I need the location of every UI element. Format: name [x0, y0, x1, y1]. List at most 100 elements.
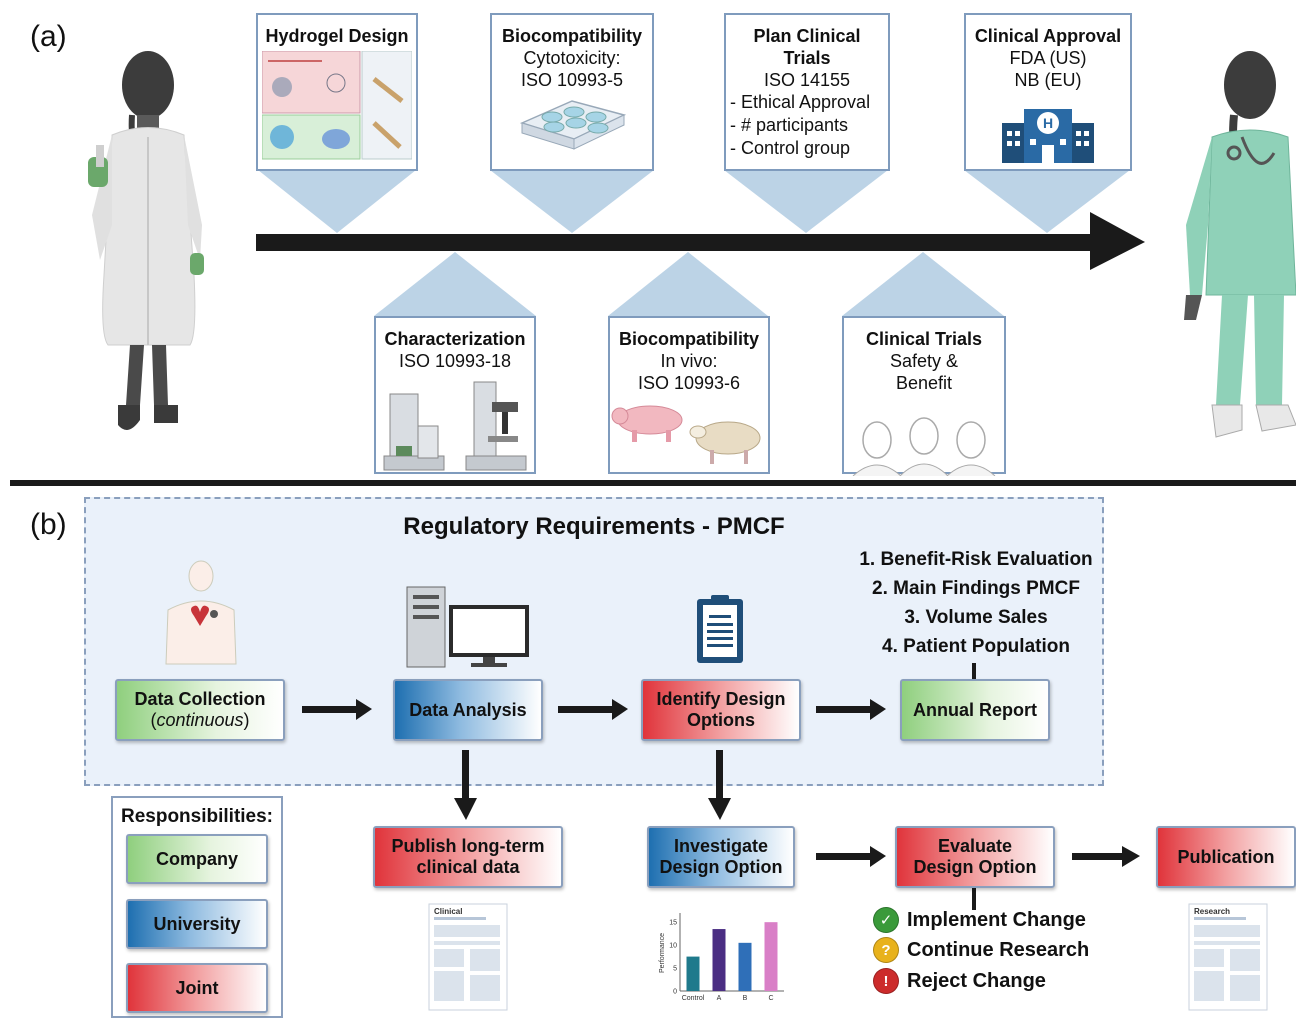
- stage-biocompatibility-in-vivo: Biocompatibility In vivo: ISO 10993-6: [608, 316, 770, 474]
- doc-title: Research: [1194, 907, 1230, 916]
- legend-company: Company: [126, 834, 268, 884]
- report-item: 4. Patient Population: [882, 636, 1070, 657]
- annual-report-box: Annual Report: [900, 679, 1050, 741]
- stage-line: ISO 10993-18: [398, 351, 512, 371]
- clipboard-report-icon: [697, 595, 743, 663]
- legend-joint: Joint: [126, 963, 268, 1013]
- panel-b-label: (b): [30, 508, 67, 541]
- stage-title: Biocompatibility: [618, 329, 759, 349]
- chart-bar: [686, 956, 700, 991]
- box-label: Identify Design: [656, 689, 786, 709]
- box-label: Options: [687, 710, 755, 730]
- stage-title: Biocompatibility: [501, 26, 642, 46]
- stage-title: Clinical Approval: [974, 26, 1122, 46]
- well-plate-icon: [519, 100, 627, 150]
- chart-xtick-label: Control: [682, 995, 705, 1002]
- chart-xtick-label: C: [768, 995, 773, 1002]
- box-label: Design Option: [913, 857, 1037, 877]
- chart-ytick-label: 10: [669, 943, 677, 950]
- chart-bar: [738, 942, 752, 991]
- data-analysis-box: Data Analysis: [393, 679, 543, 741]
- chart-bar: [712, 929, 726, 991]
- box-label: Design Option: [659, 857, 783, 877]
- timeline-arrow-head: [1090, 212, 1145, 270]
- stage-bullet: - Ethical Approval: [730, 92, 871, 112]
- box-label: Data Analysis: [409, 699, 527, 720]
- panel-divider: [10, 480, 1296, 486]
- microscope-instruments-icon: [383, 381, 527, 471]
- doc-title: Clinical: [434, 907, 462, 916]
- legend-university: University: [126, 899, 268, 949]
- panel-a-label: (a): [30, 20, 67, 53]
- legend-label: Joint: [175, 977, 219, 998]
- box-sublabel: continuous: [156, 710, 244, 730]
- outcome-reject-change: ! Reject Change: [873, 968, 1046, 994]
- data-collection-box: Data Collection (continuous): [115, 679, 285, 741]
- timeline-connectors: [256, 170, 1145, 316]
- box-label: Investigate: [673, 836, 769, 856]
- investigate-design-option-box: Investigate Design Option: [647, 826, 795, 888]
- hydrogel-diagram-icon: [261, 50, 413, 160]
- box-label: Evaluate: [937, 836, 1013, 856]
- identify-design-options-box: Identify Design Options: [641, 679, 801, 741]
- computer-icon: [406, 586, 529, 668]
- legend-title: Responsibilities:: [120, 806, 274, 827]
- pmcf-title: Regulatory Requirements - PMCF: [403, 513, 785, 540]
- publication-box: Publication: [1156, 826, 1296, 888]
- question-icon: ?: [873, 937, 899, 963]
- stage-title: Hydrogel Design: [265, 26, 409, 46]
- chart-xtick-label: B: [743, 995, 748, 1002]
- stage-biocompatibility-cytotoxicity: Biocompatibility Cytotoxicity: ISO 10993…: [490, 13, 654, 171]
- legend-label: University: [153, 913, 241, 934]
- legend-label: Company: [155, 848, 238, 869]
- outcome-label: Continue Research: [907, 938, 1090, 961]
- chart-ylabel: Performance: [659, 933, 666, 973]
- box-label: Publication: [1177, 846, 1275, 867]
- chart-ytick-label: 15: [669, 920, 677, 927]
- publish-clinical-data-box: Publish long-term clinical data: [373, 826, 563, 888]
- stage-line: ISO 10993-5: [520, 70, 624, 90]
- report-item: 3. Volume Sales: [904, 607, 1048, 628]
- annual-report-items: 1. Benefit-Risk Evaluation 2. Main Findi…: [852, 545, 1100, 661]
- stage-line: FDA (US): [1009, 48, 1087, 68]
- trial-participants-icon: [852, 417, 996, 477]
- stage-hydrogel-design: Hydrogel Design: [256, 13, 418, 171]
- chart-ytick-label: 5: [673, 966, 677, 973]
- patient-with-heart-implant-icon: [165, 560, 237, 665]
- stage-line: ISO 10993-6: [637, 373, 741, 393]
- stage-plan-clinical-trials: Plan Clinical Trials ISO 14155 - Ethical…: [724, 13, 890, 171]
- box-label: Annual Report: [913, 699, 1037, 720]
- chart-xtick-label: A: [717, 995, 722, 1002]
- clinical-document-thumbnail: Clinical: [428, 903, 508, 1011]
- stage-title: Clinical Trials: [865, 329, 983, 349]
- stage-title: Plan Clinical Trials: [753, 26, 861, 68]
- timeline-arrow-shaft: [256, 234, 1096, 251]
- outcome-label: Implement Change: [907, 908, 1086, 931]
- stage-line: NB (EU): [1014, 70, 1082, 90]
- evaluate-design-option-box: Evaluate Design Option: [895, 826, 1055, 888]
- chart-ytick-label: 0: [673, 989, 677, 996]
- hospital-letter: H: [1043, 115, 1053, 131]
- report-item: 2. Main Findings PMCF: [872, 578, 1080, 599]
- box-label: Data Collection: [134, 689, 266, 709]
- stage-line: Cytotoxicity:: [523, 48, 621, 68]
- stage-bullet: - # participants: [730, 115, 849, 135]
- stage-line: Benefit: [895, 373, 953, 393]
- stage-line: ISO 14155: [763, 70, 851, 90]
- chart-bar: [764, 922, 778, 991]
- stage-line: In vivo:: [660, 351, 718, 371]
- stage-characterization: Characterization ISO 10993-18: [374, 316, 536, 474]
- scientist-illustration: [88, 51, 204, 430]
- outcome-implement-change: ✓ Implement Change: [873, 907, 1086, 933]
- outcome-continue-research: ? Continue Research: [873, 937, 1089, 963]
- stage-bullet: - Control group: [730, 138, 851, 158]
- box-label: Publish long-term: [391, 836, 545, 856]
- check-icon: ✓: [873, 907, 899, 933]
- stage-clinical-approval: Clinical Approval FDA (US) NB (EU) H: [964, 13, 1132, 171]
- research-document-thumbnail: Research: [1188, 903, 1268, 1011]
- stage-line: Safety &: [889, 351, 959, 371]
- box-label: clinical data: [416, 857, 520, 877]
- pig-and-sheep-icon: [611, 405, 761, 464]
